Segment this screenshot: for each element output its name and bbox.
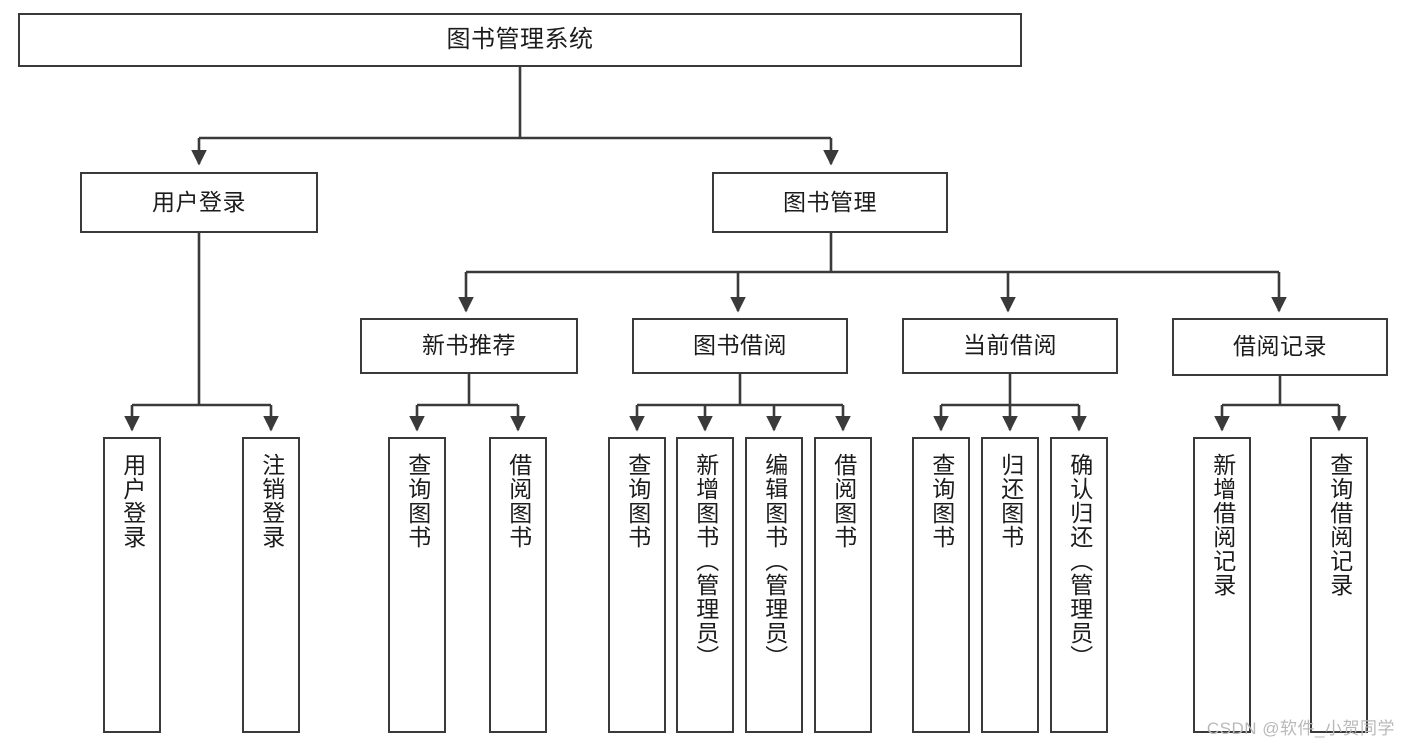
leaf-borrow-query-book[interactable]: 查询图书 xyxy=(608,437,666,733)
leaf-record-query-record[interactable]: 查询借阅记录 xyxy=(1310,437,1368,733)
node-label: 查询图书 xyxy=(928,453,955,549)
node-root-system[interactable]: 图书管理系统 xyxy=(18,13,1022,67)
leaf-new-book-borrow[interactable]: 借阅图书 xyxy=(489,437,547,733)
node-label: 图书管理系统 xyxy=(446,25,594,53)
node-label: 查询图书 xyxy=(404,453,431,549)
node-book-borrow[interactable]: 图书借阅 xyxy=(632,318,848,374)
leaf-borrow-edit-book-admin[interactable]: 编辑图书（管理员） xyxy=(745,437,803,733)
node-label: 当前借阅 xyxy=(963,332,1057,359)
node-label: 注销登录 xyxy=(258,453,285,549)
node-label: 查询借阅记录 xyxy=(1326,453,1353,597)
leaf-record-add-record[interactable]: 新增借阅记录 xyxy=(1193,437,1251,733)
node-label: 新增图书（管理员） xyxy=(692,453,719,669)
leaf-borrow-borrow-book[interactable]: 借阅图书 xyxy=(814,437,872,733)
node-label: 确认归还（管理员） xyxy=(1066,453,1093,669)
node-new-book-recommend[interactable]: 新书推荐 xyxy=(360,318,578,374)
node-label: 借阅图书 xyxy=(505,453,532,549)
node-label: 新书推荐 xyxy=(422,332,516,359)
leaf-current-confirm-return-admin[interactable]: 确认归还（管理员） xyxy=(1050,437,1108,733)
node-label: 用户登录 xyxy=(119,453,146,549)
node-label: 图书借阅 xyxy=(693,332,787,359)
leaf-current-query-book[interactable]: 查询图书 xyxy=(912,437,970,733)
node-label: 用户登录 xyxy=(152,188,246,215)
node-borrow-record[interactable]: 借阅记录 xyxy=(1172,318,1388,376)
watermark-text: CSDN @软件_小贺同学 xyxy=(1206,719,1395,738)
node-user-login[interactable]: 用户登录 xyxy=(80,172,318,233)
node-current-borrow[interactable]: 当前借阅 xyxy=(902,318,1118,374)
leaf-user-login-logout[interactable]: 注销登录 xyxy=(242,437,300,733)
leaf-user-login-login[interactable]: 用户登录 xyxy=(103,437,161,733)
node-label: 借阅图书 xyxy=(830,453,857,549)
leaf-borrow-add-book-admin[interactable]: 新增图书（管理员） xyxy=(676,437,734,733)
node-book-management[interactable]: 图书管理 xyxy=(712,172,948,233)
leaf-new-book-query[interactable]: 查询图书 xyxy=(388,437,446,733)
node-label: 查询图书 xyxy=(624,453,651,549)
leaf-current-return-book[interactable]: 归还图书 xyxy=(981,437,1039,733)
node-label: 借阅记录 xyxy=(1233,333,1327,360)
node-label: 图书管理 xyxy=(783,188,877,215)
node-label: 新增借阅记录 xyxy=(1209,453,1236,597)
node-label: 归还图书 xyxy=(997,453,1024,549)
node-label: 编辑图书（管理员） xyxy=(761,453,788,669)
